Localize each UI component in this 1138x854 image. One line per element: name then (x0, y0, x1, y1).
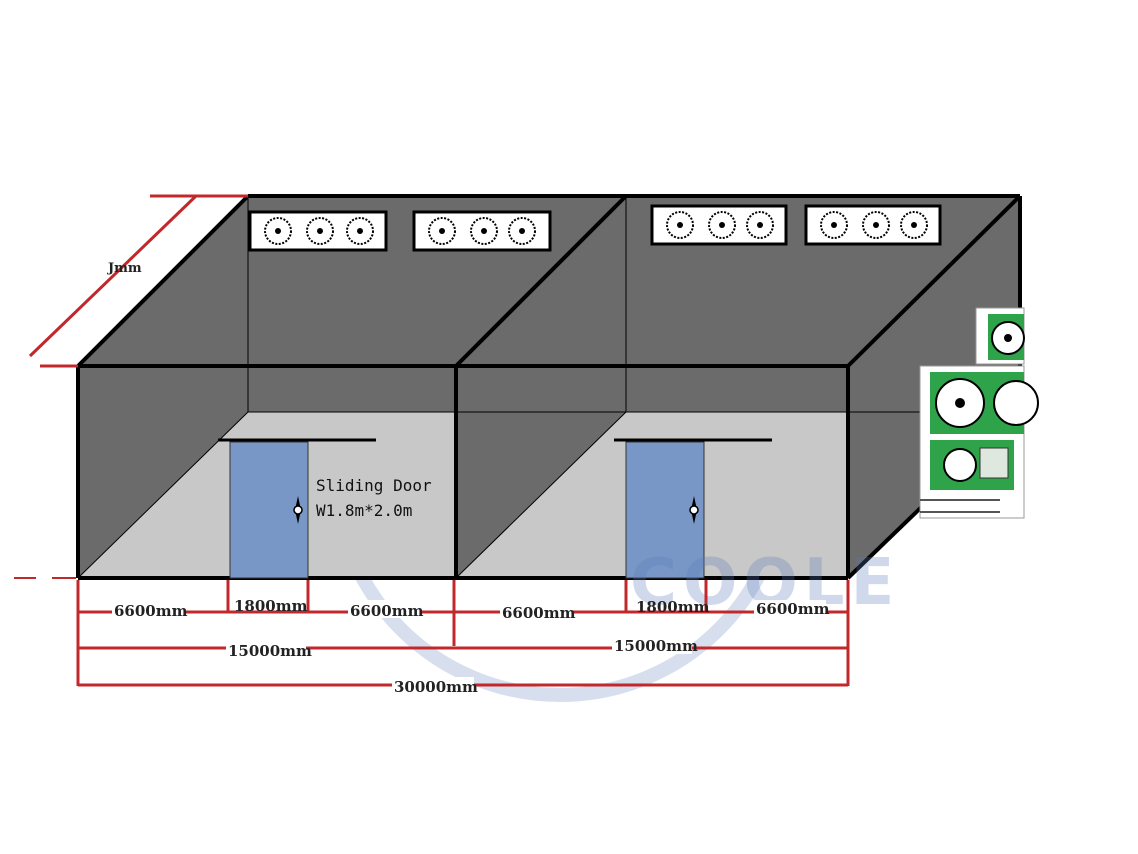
dim-grand-total: 30000mm (394, 678, 478, 696)
evaporator-unit-3 (650, 204, 788, 246)
dim-left-total: 15000mm (228, 642, 312, 660)
dim-left-door: 1800mm (234, 597, 308, 615)
dim-right-door: 1800mm (636, 598, 710, 616)
dim-right-a: 6600mm (502, 604, 576, 622)
fan-icon (993, 380, 1039, 426)
evaporator-unit-1 (248, 210, 388, 252)
evaporator-unit-2 (412, 210, 552, 252)
dim-right-b: 6600mm (756, 600, 830, 618)
evaporator-unit-4 (804, 204, 942, 246)
depth-dimension-label: Jmm (107, 261, 142, 276)
dim-right-total: 15000mm (614, 637, 698, 655)
fan-icon (943, 448, 977, 482)
sliding-door-right (614, 438, 772, 579)
dim-left-a: 6600mm (114, 602, 188, 620)
dimension-labels: 6600mm 1800mm 6600mm 6600mm 1800mm 6600m… (112, 597, 830, 696)
door-label-title: Sliding Door (316, 476, 432, 495)
door-label-size: W1.8m*2.0m (316, 501, 412, 520)
depth-dimension (28, 194, 248, 368)
condensing-unit-front (919, 365, 1039, 519)
front-wall-right (456, 366, 848, 412)
front-wall-left (78, 366, 456, 412)
sliding-door-left (218, 438, 376, 579)
condensing-unit-back (975, 307, 1025, 365)
dim-left-b: 6600mm (350, 602, 424, 620)
